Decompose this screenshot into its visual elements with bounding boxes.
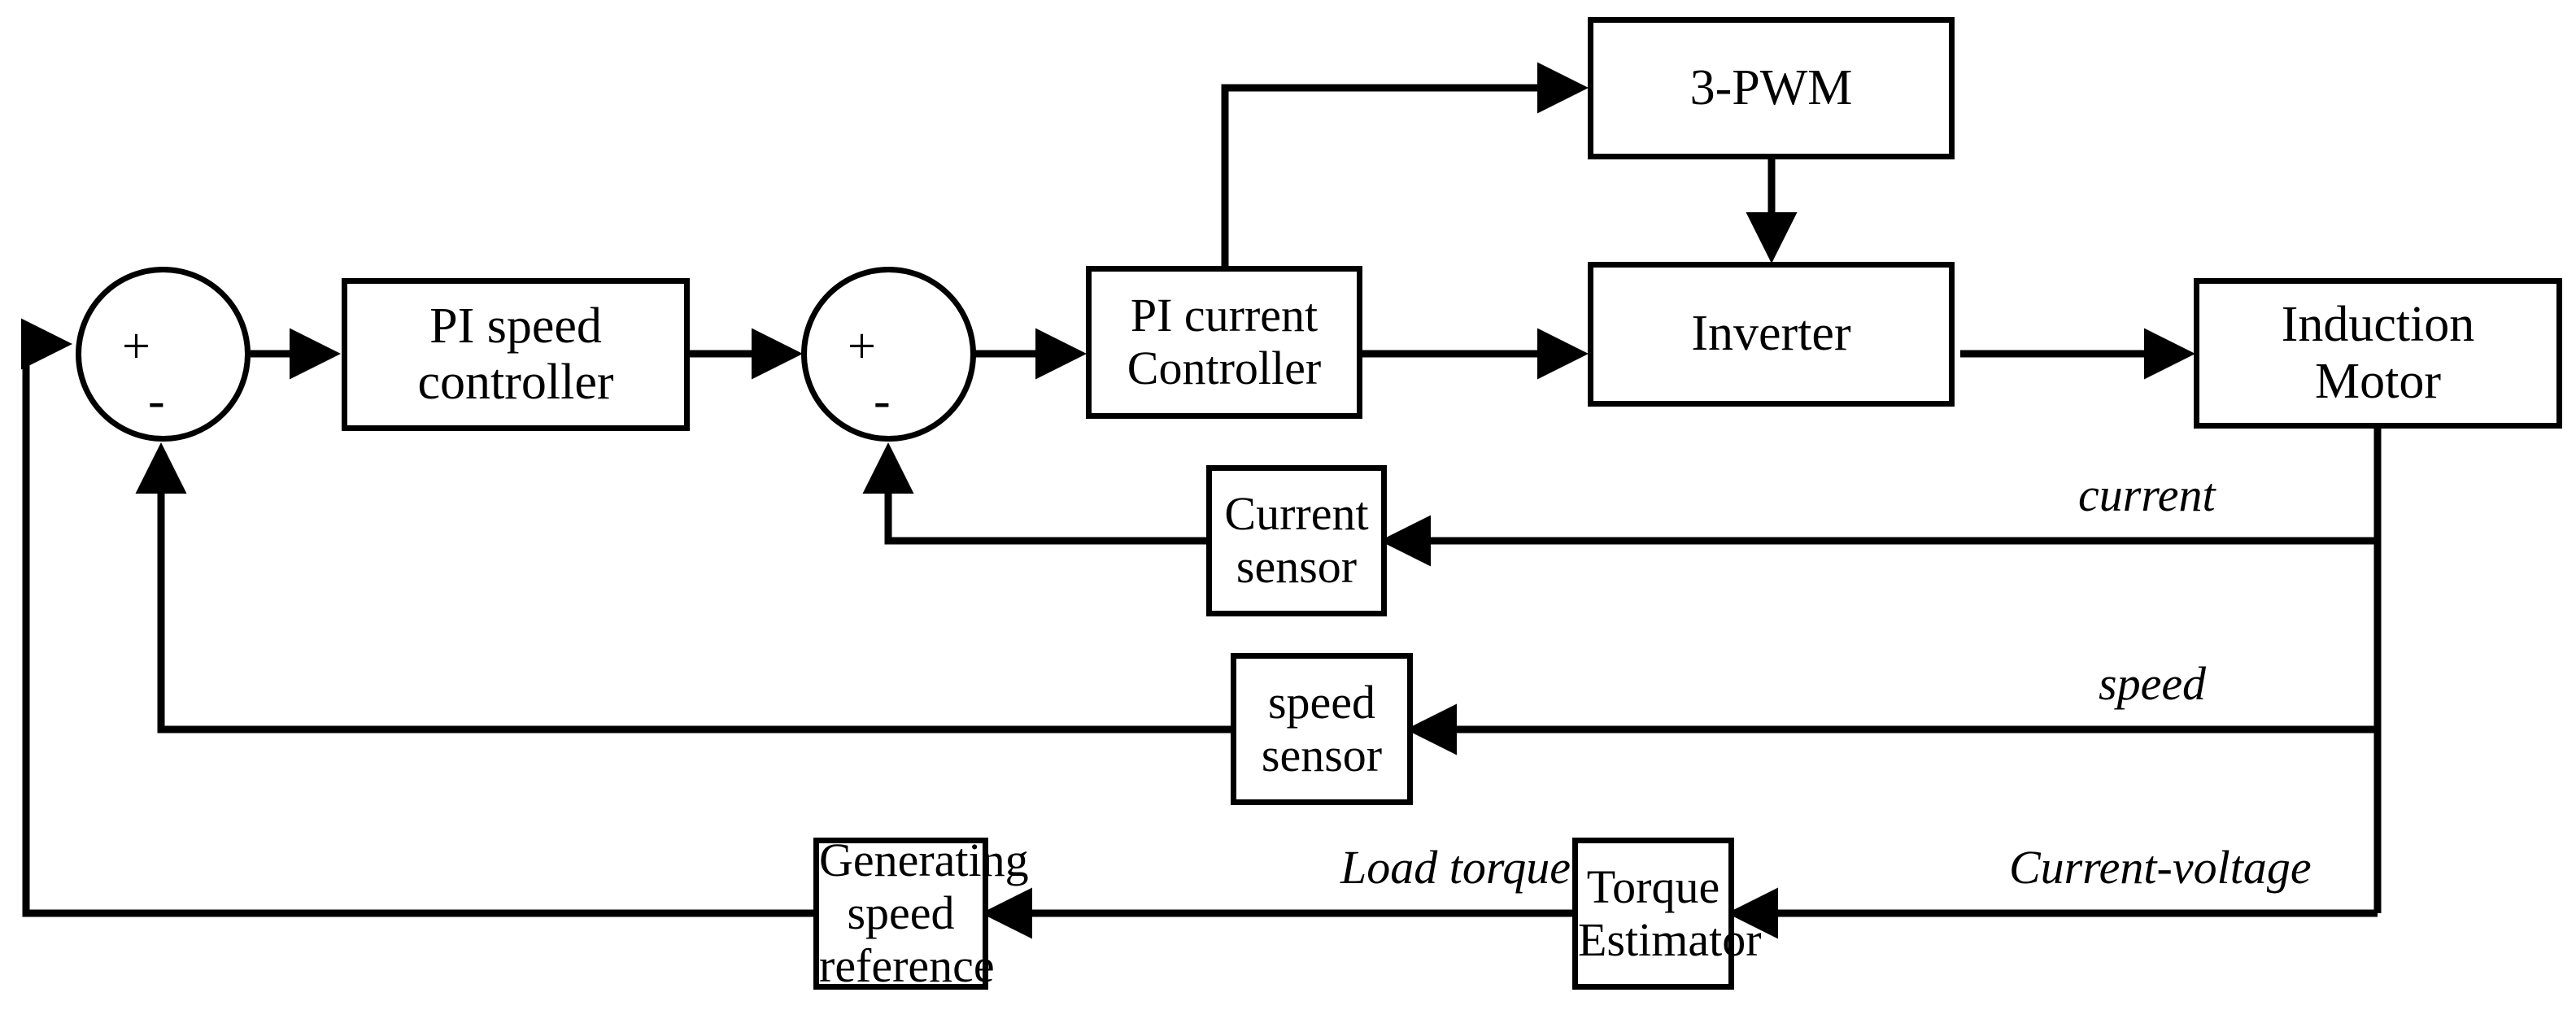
current-sensor-line1: Current bbox=[1224, 487, 1369, 541]
three-pwm-label: 3-PWM bbox=[1689, 59, 1853, 115]
induction-motor-line2: Motor bbox=[2315, 353, 2441, 409]
wire-current-sensor-to-current-sum bbox=[862, 442, 1206, 545]
current-summing-minus-sign: - bbox=[874, 373, 891, 429]
pi-current-controller-line2: Controller bbox=[1127, 342, 1322, 394]
current-sensor-line2: sensor bbox=[1236, 540, 1358, 593]
block-generating-speed-reference[interactable]: Generating speed reference bbox=[813, 834, 1029, 992]
block-inverter[interactable]: Inverter bbox=[1588, 262, 1955, 407]
speed-signal-label: speed bbox=[2099, 657, 2207, 710]
speed-summing-plus-sign: + bbox=[122, 319, 150, 374]
wire-speed-sensor-to-speed-sum bbox=[135, 442, 1231, 734]
pi-speed-controller-line1: PI speed bbox=[429, 298, 602, 354]
block-induction-motor[interactable]: Induction Motor bbox=[2194, 278, 2562, 429]
block-speed-sensor[interactable]: speed sensor bbox=[1231, 653, 1413, 805]
wire-speed-reference-to-speed-sum bbox=[22, 344, 813, 917]
block-current-sensor[interactable]: Current sensor bbox=[1206, 465, 1387, 616]
pi-current-controller-line1: PI current bbox=[1130, 289, 1319, 342]
speed-summing-minus-sign: - bbox=[148, 373, 165, 429]
induction-motor-line1: Induction bbox=[2281, 297, 2475, 353]
load-torque-signal-label: Load torque bbox=[1340, 841, 1571, 894]
current-signal-label: current bbox=[2078, 468, 2216, 521]
wire-pi-current-to-three-pwm bbox=[1221, 62, 1589, 266]
torque-estimator-line1: Torque bbox=[1586, 860, 1720, 913]
block-pi-speed-controller[interactable]: PI speed controller bbox=[342, 278, 690, 431]
generating-speed-reference-line2: reference bbox=[819, 938, 995, 992]
block-pi-current-controller[interactable]: PI current Controller bbox=[1086, 266, 1362, 419]
current-summing-junction[interactable] bbox=[801, 267, 976, 442]
block-three-pwm[interactable]: 3-PWM bbox=[1588, 17, 1955, 159]
inverter-label: Inverter bbox=[1691, 306, 1851, 362]
speed-sensor-label: speed sensor bbox=[1261, 675, 1383, 781]
block-torque-estimator[interactable]: Torque Estimator bbox=[1572, 838, 1762, 990]
speed-summing-junction[interactable] bbox=[76, 267, 251, 442]
current-summing-plus-sign: + bbox=[848, 319, 876, 374]
generating-speed-reference-line1: Generating speed bbox=[819, 834, 1029, 940]
torque-estimator-line2: Estimator bbox=[1578, 912, 1762, 966]
pi-speed-controller-line2: controller bbox=[417, 355, 614, 410]
current-voltage-signal-label: Current-voltage bbox=[2009, 841, 2312, 894]
